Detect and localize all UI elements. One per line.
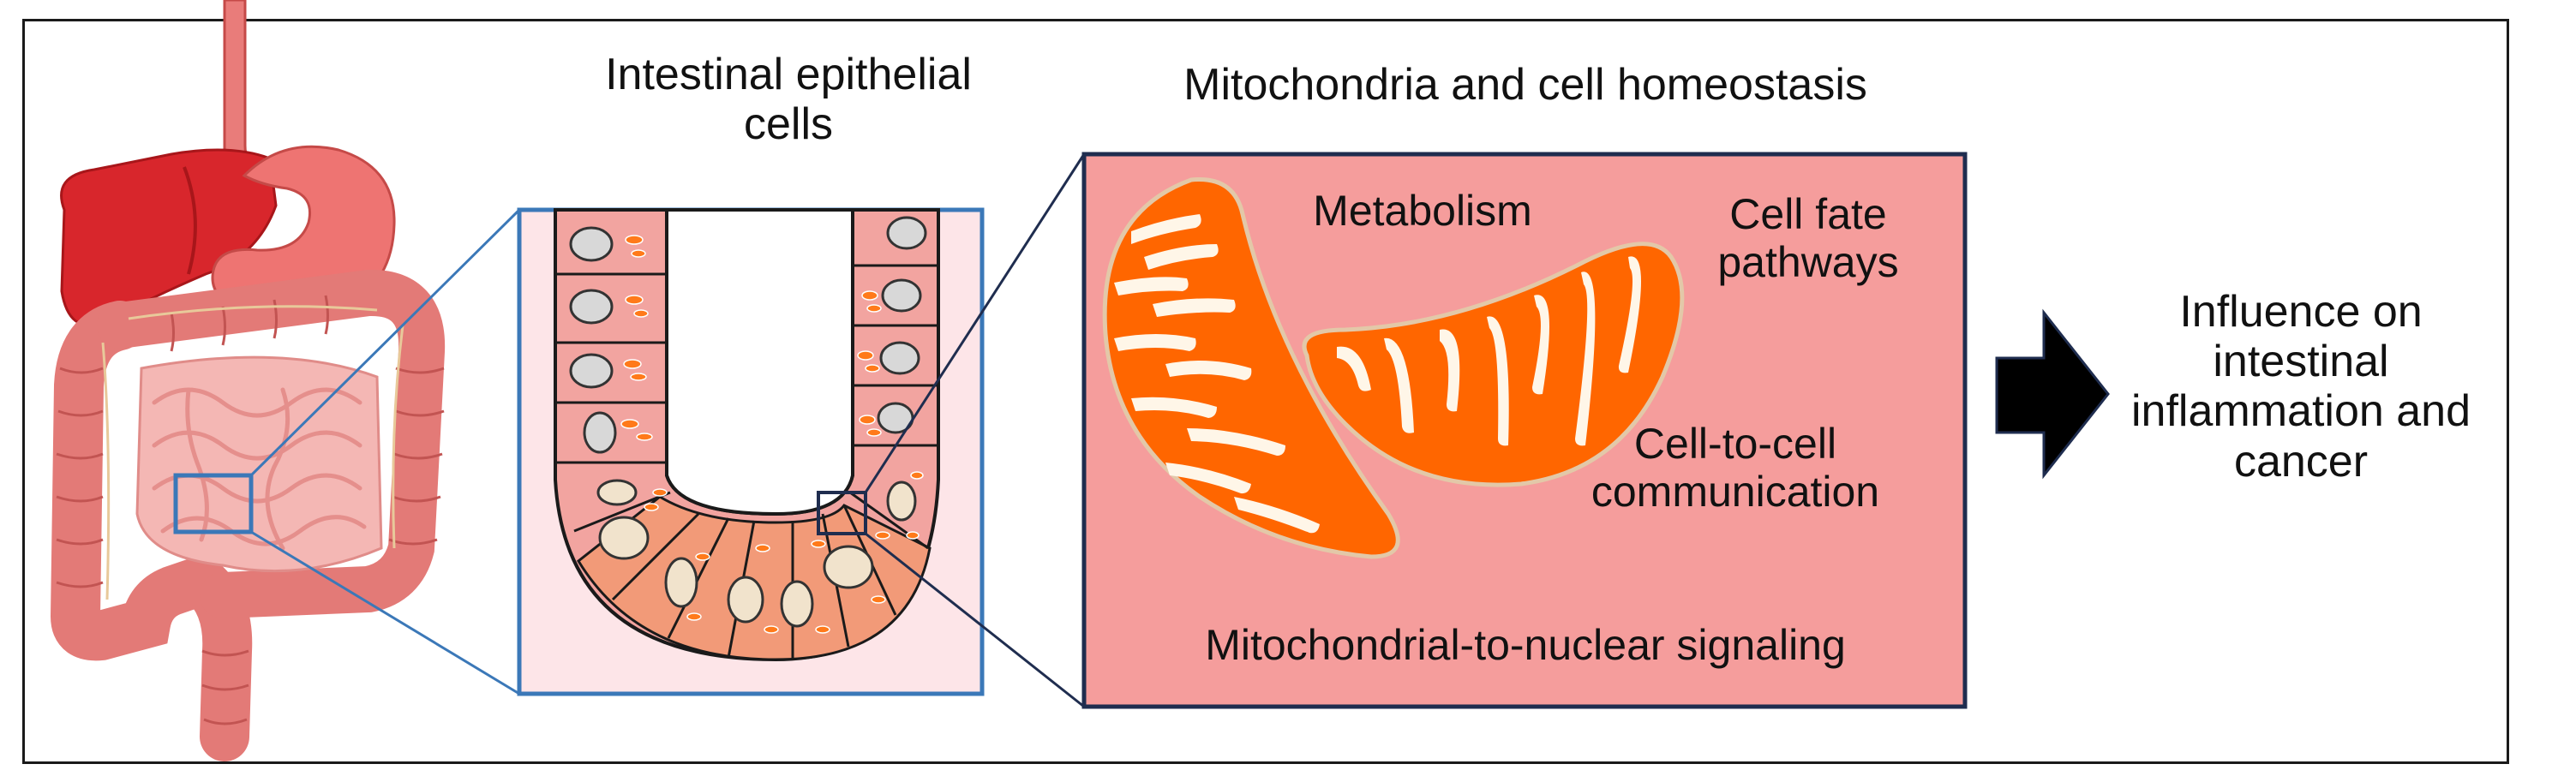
mitochondrion-icon bbox=[1102, 177, 1400, 559]
metabolism-label: Metabolism bbox=[1313, 187, 1532, 235]
epithelial-cells-label: Intestinal epithelial cells bbox=[605, 50, 972, 150]
crypt-zoom-region bbox=[817, 491, 867, 535]
right-arrow-icon bbox=[1995, 308, 2110, 480]
zoom-lines-crypt bbox=[249, 208, 521, 695]
signaling-label: Mitochondrial-to-nuclear signaling bbox=[1205, 621, 1846, 669]
cell-to-cell-label: Cell-to-cell communication bbox=[1591, 420, 1880, 516]
zoom-lines-mito bbox=[864, 153, 1086, 708]
outcome-label: Influence on intestinal inflammation and… bbox=[2131, 287, 2471, 487]
intestinal-crypt-icon bbox=[517, 207, 985, 696]
homeostasis-title: Mitochondria and cell homeostasis bbox=[1183, 60, 1867, 110]
cell-fate-label: Cell fate pathways bbox=[1717, 190, 1899, 286]
digestive-tract-icon bbox=[50, 0, 446, 761]
intestine-zoom-region bbox=[173, 473, 254, 534]
mitochondrion-icon-2 bbox=[1302, 242, 1685, 487]
